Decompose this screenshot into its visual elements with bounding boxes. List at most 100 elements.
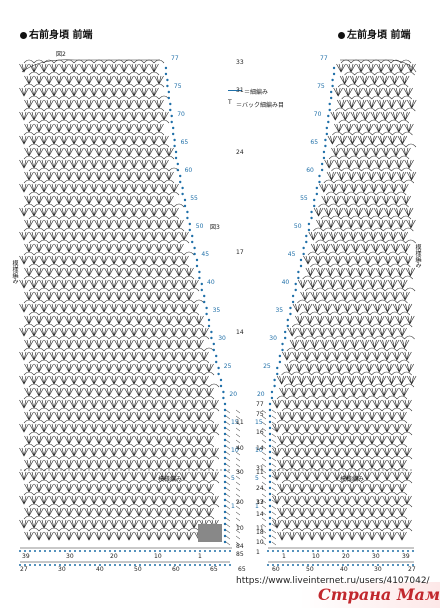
stitch-v: [333, 207, 344, 217]
stitch-v: [164, 507, 174, 517]
stitch-v: [64, 291, 74, 301]
chain-arch: [281, 407, 293, 412]
stitch-v: [194, 459, 204, 469]
axis-dot: [194, 564, 196, 566]
chain-arch: [365, 107, 376, 112]
stitch-v: [109, 399, 119, 409]
chain-arch: [68, 95, 80, 100]
stitch-v: [119, 471, 129, 481]
band-stitch: [271, 541, 277, 546]
chain-arch: [158, 503, 170, 508]
band-stitch: [271, 445, 277, 450]
chain-arch: [23, 179, 35, 184]
chain-arch: [133, 491, 145, 496]
stitch-v: [114, 219, 124, 229]
stitch-v: [134, 123, 144, 133]
axis-dot: [129, 564, 131, 566]
chain-arch: [23, 371, 35, 376]
chain-arch: [78, 215, 90, 220]
stitch-v: [179, 351, 189, 361]
stitch-v: [54, 339, 64, 349]
stitch-v: [24, 315, 34, 325]
stitch-v: [354, 159, 364, 169]
bottom-axis-label: 30: [374, 566, 382, 573]
chain-arch: [301, 323, 313, 328]
chain-arch: [381, 431, 393, 436]
chain-arch: [118, 143, 130, 148]
stitch-v: [317, 279, 328, 289]
band-stitch: [235, 451, 241, 456]
chain-arch: [53, 203, 65, 208]
axis-dot: [362, 564, 364, 566]
chain-arch: [58, 119, 70, 124]
stitch-v: [336, 63, 346, 73]
bottom-axis-label: 27: [20, 566, 28, 573]
chain-arch: [168, 215, 180, 220]
chain-arch: [68, 383, 80, 388]
edge-count-label: 45: [201, 251, 210, 258]
chain-arch: [341, 527, 353, 532]
chain-arch: [58, 335, 70, 340]
bottom-axis-label: 40: [340, 566, 348, 573]
stitch-v: [64, 339, 74, 349]
stitch-v: [149, 207, 159, 217]
edge-count-label: 20: [229, 391, 238, 398]
edge-dot: [318, 180, 321, 184]
stitch-v: [109, 207, 119, 217]
band-stitch: [271, 469, 277, 474]
stitch-v: [109, 303, 119, 313]
axis-dot: [54, 550, 56, 552]
stitch-v: [367, 411, 377, 421]
stitch-v: [184, 507, 194, 517]
chain-arch: [319, 359, 330, 364]
chain-arch: [58, 239, 70, 244]
edge-dot: [320, 168, 324, 172]
chain-arch: [327, 251, 339, 256]
chain-arch: [345, 191, 357, 196]
chain-arch: [68, 119, 80, 124]
axis-dot: [402, 564, 404, 566]
axis-dot: [89, 564, 91, 566]
stitch-v: [49, 231, 59, 241]
stitch-v: [104, 387, 114, 397]
stitch-v: [24, 75, 34, 85]
chain-arch: [193, 419, 205, 424]
right-band-label: 模様編み: [340, 476, 365, 483]
stitch-v: [310, 243, 321, 253]
chain-arch: [98, 503, 110, 508]
chain-arch: [88, 407, 100, 412]
chain-arch: [143, 515, 155, 520]
stitch-v: [174, 315, 184, 325]
band-stitch: [261, 517, 267, 522]
chain-arch: [392, 131, 403, 136]
chain-arch: [188, 359, 200, 364]
stitch-v: [382, 303, 393, 313]
chain-arch: [361, 407, 373, 412]
chain-arch: [143, 491, 155, 496]
stitch-v: [387, 279, 398, 289]
stitch-v: [154, 171, 164, 181]
stitch-v: [129, 63, 139, 73]
edge-dot: [174, 150, 178, 154]
stitch-v: [29, 423, 39, 433]
source-url: https://www.liveinternet.ru/users/410704…: [236, 576, 430, 586]
chain-arch: [163, 251, 175, 256]
edge-dot: [299, 258, 303, 262]
stitch-v: [387, 507, 397, 517]
edge-dot: [278, 354, 282, 358]
chain-arch: [128, 119, 140, 124]
axis-dot: [79, 550, 81, 552]
chain-arch: [312, 275, 323, 280]
chain-arch: [48, 143, 60, 148]
chain-arch: [404, 71, 415, 76]
band-stitch: [225, 535, 231, 540]
stitch-v: [54, 219, 64, 229]
stitch-v: [386, 171, 397, 181]
stitch-v: [362, 303, 373, 313]
chain-arch: [389, 311, 401, 316]
stitch-v: [94, 147, 104, 157]
chain-arch: [88, 311, 100, 316]
chain-arch: [394, 287, 406, 292]
chain-arch: [113, 275, 125, 280]
chain-arch: [313, 383, 325, 388]
